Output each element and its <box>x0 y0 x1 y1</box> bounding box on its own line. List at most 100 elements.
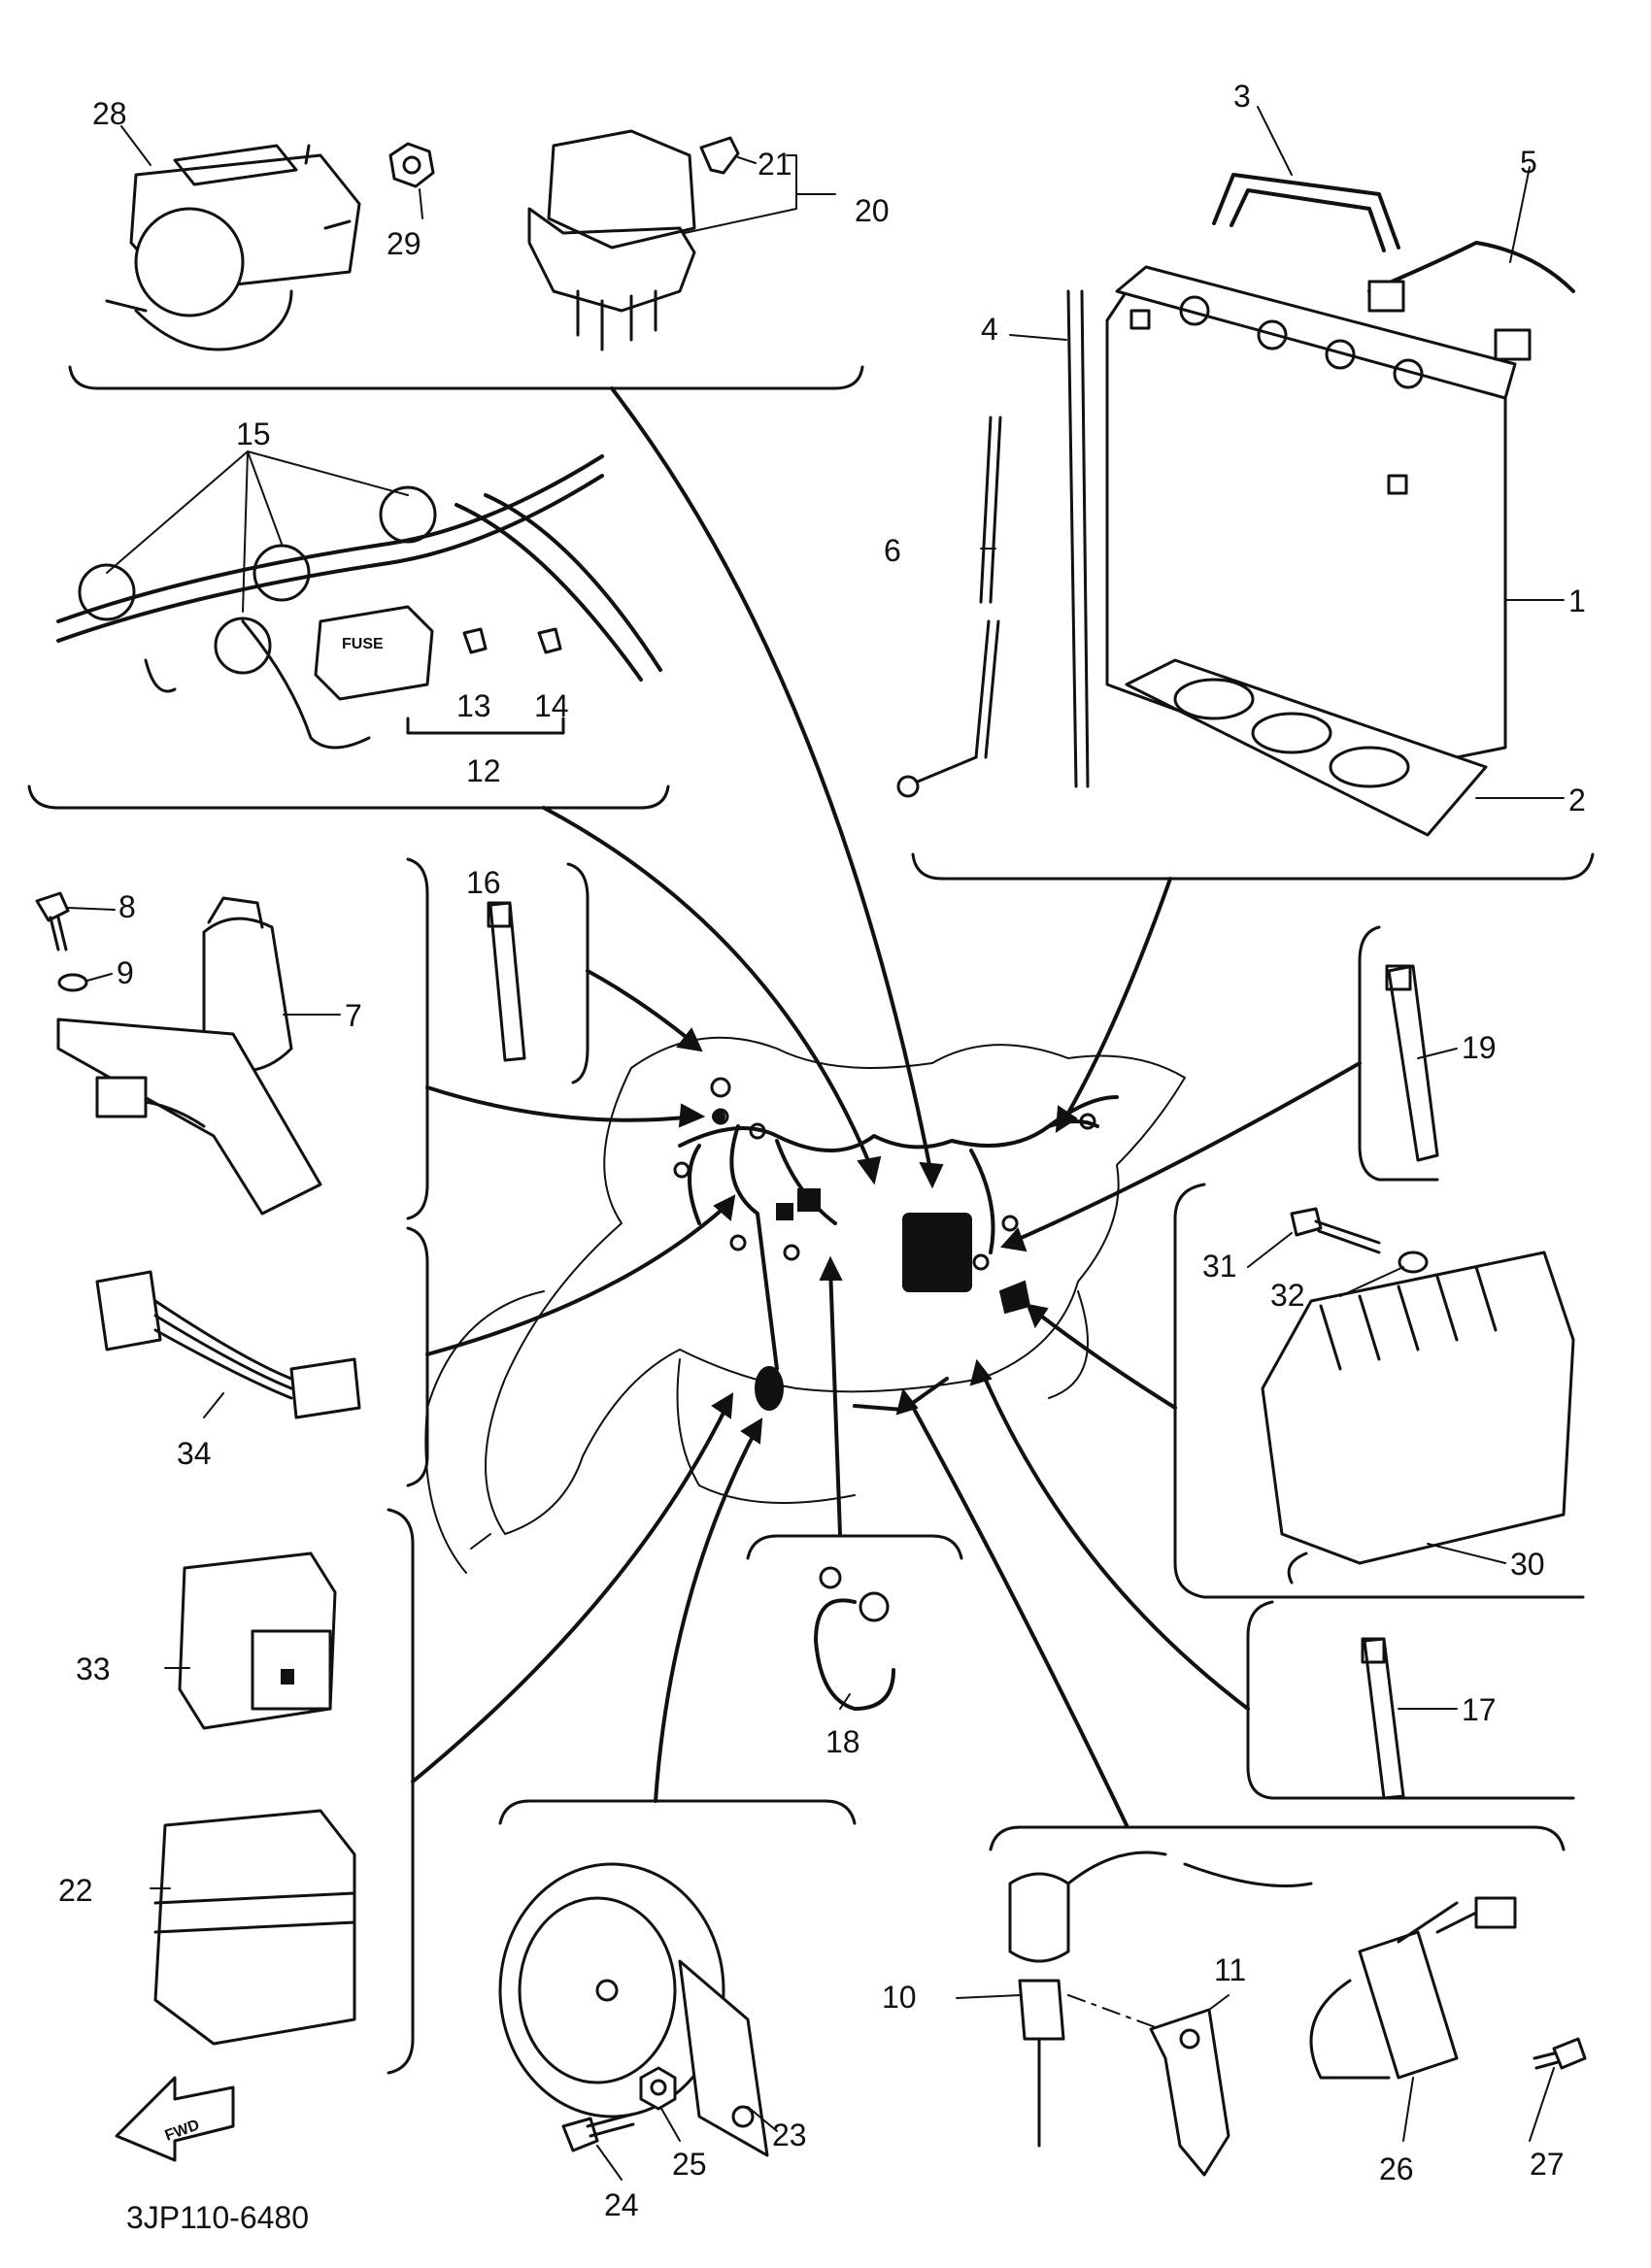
callout-13: 13 <box>456 688 491 723</box>
arrow-fuse-group <box>542 806 876 1177</box>
fuse-box-label: FUSE <box>342 636 384 652</box>
harness-branch <box>775 1139 837 1225</box>
horn-center <box>755 1366 784 1411</box>
diagram-code: 3JP110-6480 <box>126 2200 309 2235</box>
cable-tie-16 <box>487 901 526 1062</box>
arrow-tie17 <box>979 1367 1250 1711</box>
nut-29 <box>388 142 435 188</box>
harness-clip <box>729 1234 747 1251</box>
arrow-ignition <box>425 1085 696 1122</box>
callout-21: 21 <box>758 147 792 182</box>
frame-inner <box>424 1290 1089 1574</box>
callout-29: 29 <box>387 226 421 261</box>
screw-27 <box>1533 2037 1587 2070</box>
bracket-11 <box>1149 2008 1230 2177</box>
lead-6 <box>896 416 1002 798</box>
fuse-21 <box>699 136 740 175</box>
callout-22: 22 <box>58 1873 93 1908</box>
arrowhead <box>1000 1227 1028 1252</box>
rectifier-30 <box>1261 1251 1575 1584</box>
arrowhead <box>713 1194 736 1221</box>
arrowhead <box>678 1103 706 1128</box>
callout-4: 4 <box>981 312 998 347</box>
battery-band-3 <box>1212 173 1400 252</box>
arrow-clamp18 <box>828 1265 842 1536</box>
callout-33: 33 <box>76 1651 111 1686</box>
callout-2: 2 <box>1568 783 1586 817</box>
arrowhead <box>857 1155 882 1185</box>
solenoid-26 <box>1309 1896 1517 2080</box>
harness-clip <box>673 1161 691 1179</box>
callout-26: 26 <box>1379 2151 1414 2186</box>
connector-rear <box>998 1280 1031 1315</box>
frame-ignition <box>406 857 429 1220</box>
clamp-15 <box>214 617 272 675</box>
frame-fuse-group <box>27 784 670 810</box>
clamp-15 <box>253 544 311 602</box>
callout-12: 12 <box>466 753 501 788</box>
callout-15: 15 <box>236 417 271 451</box>
breather-pipe-4 <box>1066 289 1090 788</box>
callout-14: 14 <box>534 688 569 723</box>
connection-arrows <box>411 386 1362 1827</box>
callout-32: 32 <box>1270 1278 1305 1313</box>
callout-8: 8 <box>118 889 136 924</box>
switch-connector <box>95 1076 206 1128</box>
callout-20: 20 <box>855 193 890 228</box>
callout-31: 31 <box>1202 1249 1237 1284</box>
callout-30: 30 <box>1510 1547 1545 1582</box>
cable-tie-19 <box>1385 964 1439 1162</box>
callout-16: 16 <box>466 865 501 900</box>
arrow-tie16 <box>586 969 696 1046</box>
frame-battery <box>911 852 1595 881</box>
callout-27: 27 <box>1530 2147 1565 2182</box>
frame-conn34 <box>406 1226 429 1487</box>
frame-switch <box>989 1825 1566 1851</box>
arrow-tie19 <box>1008 1061 1362 1245</box>
harness-branch <box>969 1149 995 1254</box>
arrow-horn <box>654 1425 759 1803</box>
connector-center <box>776 1203 793 1220</box>
switch-10 <box>1008 1851 1313 2148</box>
arrow-battery <box>1061 877 1172 1123</box>
frame-rectifier <box>1173 1183 1585 1599</box>
callout-6: 6 <box>884 533 901 568</box>
callout-5: 5 <box>1520 145 1537 180</box>
cable-tie-17 <box>1361 1637 1405 1800</box>
frame-tie19 <box>1358 925 1439 1182</box>
fuse-box-center <box>902 1213 972 1292</box>
callout-10: 10 <box>882 1980 917 2015</box>
arrowhead <box>919 1161 944 1189</box>
arrow-rectifier <box>1032 1309 1177 1410</box>
clamp-15 <box>379 485 437 544</box>
connector-center <box>797 1188 821 1212</box>
arrowhead <box>711 1392 734 1419</box>
leader-lines <box>67 106 1565 2181</box>
callout-11: 11 <box>1214 1952 1246 1987</box>
harness-trunk <box>678 1119 1099 1152</box>
fuse-14 <box>537 627 562 654</box>
harness-clip <box>710 1077 731 1098</box>
lead-5 <box>1367 241 1575 361</box>
fuse-box-12: FUSE <box>314 605 434 701</box>
frame-clamp18 <box>746 1534 963 1560</box>
bolt-31 <box>1290 1207 1381 1254</box>
callout-24: 24 <box>604 2187 639 2222</box>
bolt-8 <box>35 891 70 951</box>
harness-branch <box>729 1124 779 1371</box>
callout-3: 3 <box>1233 79 1251 114</box>
relay-20 <box>527 129 696 351</box>
main-wire-harness <box>424 1036 1186 1574</box>
harness-branch <box>688 1144 701 1225</box>
unit-22 <box>153 1809 356 2046</box>
callout-17: 17 <box>1462 1692 1497 1727</box>
fwd-arrow: FWD <box>115 2076 235 2162</box>
bracket-12 <box>406 717 565 735</box>
frame-top-left <box>68 365 864 390</box>
washer-32 <box>1398 1251 1429 1274</box>
frame-tie17 <box>1246 1600 1575 1800</box>
wire-bundle-15 <box>56 454 662 750</box>
clamp-18 <box>814 1566 895 1711</box>
callout-9: 9 <box>117 955 134 990</box>
relay-33 <box>178 1551 337 1730</box>
